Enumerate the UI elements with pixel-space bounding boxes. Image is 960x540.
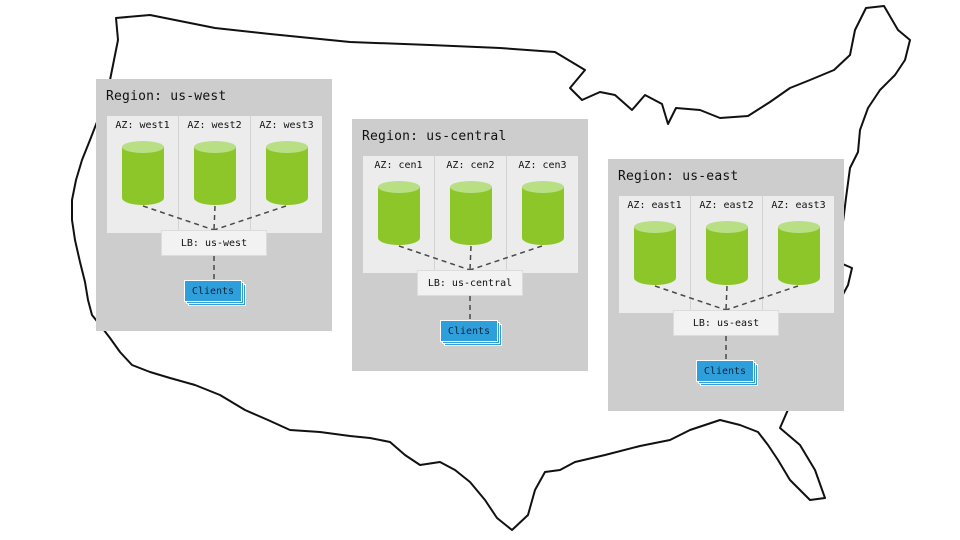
database-icon: [266, 141, 308, 205]
az-label: AZ: east1: [627, 200, 682, 211]
database-icon: [450, 181, 492, 245]
az-label: AZ: cen2: [446, 160, 495, 171]
availability-zone: AZ: west2: [179, 116, 251, 233]
az-label: AZ: west3: [259, 120, 314, 131]
az-strip: AZ: west1 AZ: west2 AZ: west3: [107, 116, 322, 233]
region-title: Region: us-central: [362, 129, 507, 144]
az-strip: AZ: cen1 AZ: cen2 AZ: cen3: [363, 156, 578, 273]
region-title: Region: us-west: [106, 89, 227, 104]
database-icon: [522, 181, 564, 245]
availability-zone: AZ: east2: [691, 196, 763, 313]
clients-stack-icon: Clients: [184, 280, 246, 306]
az-label: AZ: cen1: [374, 160, 423, 171]
availability-zone: AZ: east1: [619, 196, 691, 313]
az-label: AZ: west2: [187, 120, 242, 131]
availability-zone: AZ: cen1: [363, 156, 435, 273]
clients-stack-icon: Clients: [440, 320, 502, 346]
region-title: Region: us-east: [618, 169, 739, 184]
availability-zone: AZ: east3: [763, 196, 834, 313]
availability-zone: AZ: cen3: [507, 156, 578, 273]
database-icon: [194, 141, 236, 205]
clients-label: Clients: [184, 280, 242, 302]
az-label: AZ: east3: [771, 200, 826, 211]
database-icon: [378, 181, 420, 245]
clients-label: Clients: [440, 320, 498, 342]
availability-zone: AZ: west1: [107, 116, 179, 233]
az-label: AZ: west1: [115, 120, 170, 131]
clients-stack-icon: Clients: [696, 360, 758, 386]
database-icon: [634, 221, 676, 285]
availability-zone: AZ: cen2: [435, 156, 507, 273]
load-balancer: LB: us-central: [417, 270, 523, 296]
az-label: AZ: cen3: [518, 160, 567, 171]
clients-label: Clients: [696, 360, 754, 382]
database-icon: [122, 141, 164, 205]
load-balancer: LB: us-west: [161, 230, 267, 256]
database-icon: [706, 221, 748, 285]
az-strip: AZ: east1 AZ: east2 AZ: east3: [619, 196, 834, 313]
load-balancer: LB: us-east: [673, 310, 779, 336]
database-icon: [778, 221, 820, 285]
az-label: AZ: east2: [699, 200, 754, 211]
availability-zone: AZ: west3: [251, 116, 322, 233]
